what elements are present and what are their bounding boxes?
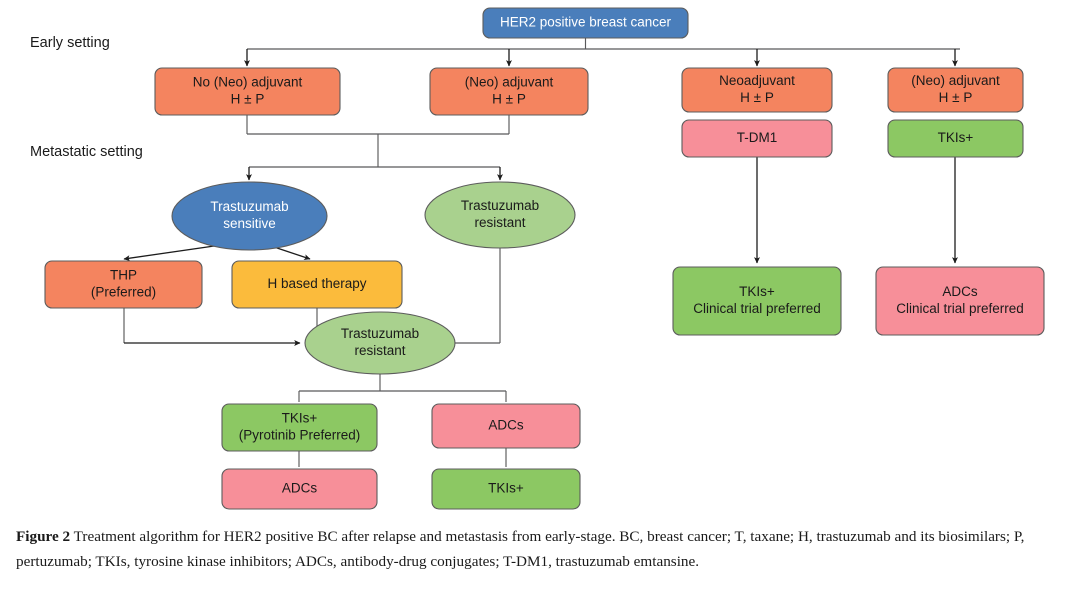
stage-label-metastatic: Metastatic setting	[30, 144, 143, 160]
node-label: H ± P	[740, 90, 774, 105]
node-label: resistant	[354, 343, 405, 358]
connector-layer	[123, 38, 960, 467]
stage-label-early: Early setting	[30, 35, 110, 51]
node-tkis-pyrotinib[interactable]: TKIs+ (Pyrotinib Preferred)	[221, 403, 378, 452]
node-trast-resist-1[interactable]: Trastuzumab resistant	[424, 181, 576, 249]
node-tdm1[interactable]: T-DM1	[681, 119, 833, 158]
node-trast-resist-2[interactable]: Trastuzumab resistant	[304, 311, 456, 375]
node-label: H ± P	[231, 92, 265, 107]
node-label: Trastuzumab	[461, 198, 539, 213]
node-shape-rect[interactable]	[681, 119, 833, 158]
node-label: H ± P	[939, 90, 973, 105]
node-label: (Neo) adjuvant	[911, 73, 1000, 88]
node-label: Clinical trial preferred	[693, 301, 821, 316]
node-label: ADCs	[282, 481, 318, 496]
node-thp[interactable]: THP (Preferred)	[44, 260, 203, 309]
node-label: ADCs	[942, 284, 978, 299]
node-label: ADCs	[488, 418, 524, 433]
node-shape-rect[interactable]	[431, 468, 581, 510]
node-shape-rect[interactable]	[154, 67, 341, 116]
node-label: T-DM1	[737, 130, 778, 145]
node-label: TKIs+	[938, 130, 974, 145]
node-label: Trastuzumab	[341, 326, 419, 341]
node-neo-adj-left[interactable]: (Neo) adjuvant H ± P	[429, 67, 589, 116]
node-layer: HER2 positive breast cancer No (Neo) adju…	[44, 7, 1045, 510]
node-label: TKIs+	[282, 411, 318, 426]
node-adcs-left[interactable]: ADCs	[221, 468, 378, 510]
node-shape-rect[interactable]	[431, 403, 581, 449]
node-label: (Preferred)	[91, 285, 156, 300]
node-shape-rect[interactable]	[887, 67, 1024, 113]
figure-caption-prefix: Figure 2	[16, 528, 71, 545]
node-neo-adj-right[interactable]: (Neo) adjuvant H ± P	[887, 67, 1024, 113]
node-label: No (Neo) adjuvant	[193, 75, 303, 90]
node-label: HER2 positive breast cancer	[500, 15, 672, 30]
node-shape-rect[interactable]	[672, 266, 842, 336]
node-label: Trastuzumab	[210, 199, 288, 214]
node-no-neo-adj[interactable]: No (Neo) adjuvant H ± P	[154, 67, 341, 116]
node-shape-rect[interactable]	[875, 266, 1045, 336]
flowchart-canvas: HER2 positive breast cancer No (Neo) adju…	[30, 7, 1045, 510]
node-shape-ellipse[interactable]	[171, 181, 328, 251]
node-shape-rect[interactable]	[44, 260, 203, 309]
node-label: (Neo) adjuvant	[465, 75, 554, 90]
node-label: THP	[110, 268, 137, 283]
node-label: H based therapy	[267, 276, 366, 291]
node-tkis-mid[interactable]: TKIs+	[431, 468, 581, 510]
node-shape-rect[interactable]	[221, 403, 378, 452]
node-shape-rect[interactable]	[482, 7, 689, 39]
node-neoadjuvant[interactable]: Neoadjuvant H ± P	[681, 67, 833, 113]
node-shape-rect[interactable]	[681, 67, 833, 113]
node-label: Neoadjuvant	[719, 73, 795, 88]
node-shape-rect[interactable]	[429, 67, 589, 116]
node-tkis-clinical[interactable]: TKIs+ Clinical trial preferred	[672, 266, 842, 336]
node-h-based[interactable]: H based therapy	[231, 260, 403, 309]
node-adcs-mid[interactable]: ADCs	[431, 403, 581, 449]
node-trast-sensitive[interactable]: Trastuzumab sensitive	[171, 181, 328, 251]
node-label: sensitive	[223, 216, 276, 231]
node-label: H ± P	[492, 92, 526, 107]
node-her2[interactable]: HER2 positive breast cancer	[482, 7, 689, 39]
node-shape-rect[interactable]	[887, 119, 1024, 158]
node-shape-ellipse[interactable]	[304, 311, 456, 375]
node-label: resistant	[474, 215, 525, 230]
node-shape-rect[interactable]	[221, 468, 378, 510]
node-label: (Pyrotinib Preferred)	[239, 428, 361, 443]
node-shape-rect[interactable]	[231, 260, 403, 309]
node-label: Clinical trial preferred	[896, 301, 1024, 316]
figure-caption-text: Treatment algorithm for HER2 positive BC…	[16, 528, 1025, 570]
figure-caption: Figure 2 Treatment algorithm for HER2 po…	[16, 525, 1064, 574]
node-label: TKIs+	[739, 284, 775, 299]
node-label: TKIs+	[488, 481, 524, 496]
node-tkis-right-top[interactable]: TKIs+	[887, 119, 1024, 158]
node-shape-ellipse[interactable]	[424, 181, 576, 249]
